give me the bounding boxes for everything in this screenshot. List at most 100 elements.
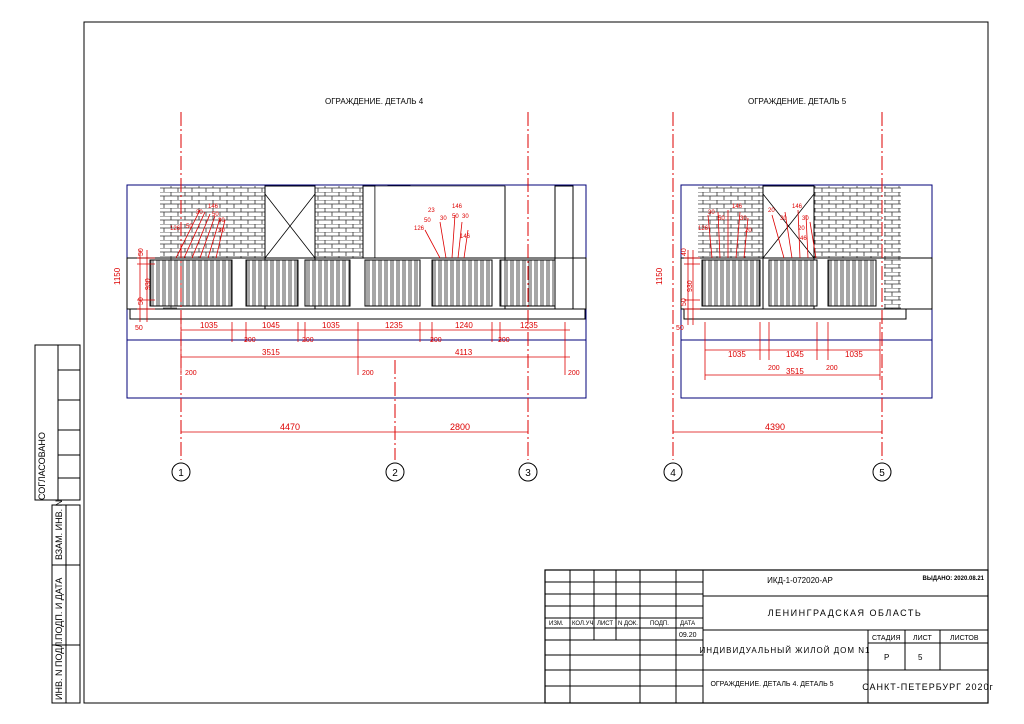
project-name: ИНДИВИДУАЛЬНЫЙ ЖИЛОЙ ДОМ N1: [699, 646, 870, 655]
col-label: ДАТА: [680, 621, 695, 627]
d4-cluster-b-label: 23: [428, 208, 435, 214]
d4-row3-dim: 4470: [280, 422, 300, 432]
col-label: ИЗМ.: [549, 621, 564, 627]
axis-label: 3: [525, 468, 531, 479]
d5-cluster-b-label: 30: [780, 216, 787, 222]
d4-height-top: 50: [138, 248, 145, 256]
d5-row3-dim: 4390: [765, 422, 785, 432]
d4-cluster-b-label: 146: [460, 234, 471, 240]
detail5-elevation: [680, 184, 933, 399]
sheet-value: 5: [918, 653, 923, 662]
col-label: N ДОК.: [618, 621, 638, 627]
sheet-frame: [83, 21, 989, 704]
axis-label: 5: [879, 468, 885, 479]
d5-cluster-a-label: 30: [740, 216, 747, 222]
d5-cluster-a-label: 146: [732, 204, 743, 210]
d5-height-bot: 50: [681, 298, 688, 306]
d5-cluster-a-label: 30: [708, 210, 715, 216]
d5-height-base: 50: [676, 325, 684, 332]
d4-row2-small: 200: [568, 370, 580, 377]
d4-cluster-a-label: 146: [208, 204, 219, 210]
d5-cluster-a-label: 126: [698, 226, 709, 232]
date-value: 09.20: [679, 632, 697, 639]
d4-cluster-a-label: 126: [170, 226, 181, 232]
signature-label: ПОДП. И ДАТА: [54, 578, 64, 640]
d4-row2-dim: 3515: [262, 348, 280, 357]
left-strip: [34, 344, 81, 704]
axis-bubble: 3: [518, 462, 538, 482]
d4-height-mid: 930: [145, 278, 152, 290]
d5-cluster-b-label: 30: [802, 216, 809, 222]
d4-height-base: 50: [135, 325, 143, 332]
d4-row1-dim: 1240: [455, 321, 473, 330]
d4-cluster-a-label: 50: [212, 212, 219, 218]
axis-bubble: 1: [171, 462, 191, 482]
d4-cluster-a-label: 50: [186, 224, 193, 230]
replaced-label: ВЗАМ. ИНВ. N: [54, 500, 64, 560]
axis-label: 4: [670, 468, 676, 479]
d4-height-total: 1150: [113, 267, 122, 285]
detail4-title: ОГРАЖДЕНИЕ. ДЕТАЛЬ 4: [325, 97, 424, 106]
d4-cluster-a-label: 30: [196, 210, 203, 216]
d5-cluster-a-label: 50: [718, 216, 725, 222]
d4-row1-small: 200: [302, 337, 314, 344]
d5-height-total: 1150: [655, 267, 664, 285]
axis-bubble: 2: [385, 462, 405, 482]
d4-row2-small: 200: [185, 370, 197, 377]
col-label: ЛИСТ: [597, 621, 613, 627]
d5-row1-dim: 1045: [786, 350, 804, 359]
axis-lines: [180, 112, 883, 460]
d4-row1-dim: 1235: [385, 321, 403, 330]
d5-cluster-b-label: 20: [768, 208, 775, 214]
d5-cluster-b-label: 46: [800, 236, 807, 242]
dimension-lines: [137, 209, 882, 433]
sheets-label: ЛИСТОВ: [950, 635, 979, 642]
detail4-elevation: [126, 184, 587, 399]
d5-cluster-b-label: 146: [792, 204, 803, 210]
title-block: [544, 569, 989, 704]
axis-bubble: 5: [872, 462, 892, 482]
d4-row1-dim: 1045: [262, 321, 280, 330]
d4-row3-dim: 2800: [450, 422, 470, 432]
drawing-code: ИКД-1-072020-АР: [767, 576, 833, 585]
d4-row1-small: 200: [244, 337, 256, 344]
d4-cluster-a-label: 30: [218, 218, 225, 224]
stage-label: СТАДИЯ: [872, 635, 901, 642]
issued-date: ВЫДАНО: 2020.08.21: [922, 576, 984, 582]
d5-cluster-b-label: 20: [798, 226, 805, 232]
region: ЛЕНИНГРАДСКАЯ ОБЛАСТЬ: [768, 608, 923, 618]
detail5-title: ОГРАЖДЕНИЕ. ДЕТАЛЬ 5: [748, 97, 847, 106]
d4-cluster-b-label: 30: [440, 216, 447, 222]
d4-cluster-a-label: 30: [218, 228, 225, 234]
axis-label: 1: [178, 468, 184, 479]
d4-row1-dim: 1035: [200, 321, 218, 330]
d5-row1-small: 200: [826, 365, 838, 372]
axis-label: 2: [392, 468, 398, 479]
sheet-label: ЛИСТ: [913, 635, 932, 642]
d4-cluster-b-label: 50: [452, 214, 459, 220]
d5-row1-dim: 1035: [728, 350, 746, 359]
stage-value: Р: [884, 653, 889, 662]
col-label: КОЛ.УЧ: [572, 621, 593, 627]
d4-row1-small: 200: [430, 337, 442, 344]
d4-row1-dim: 1035: [322, 321, 340, 330]
d5-height-mid: 930: [687, 280, 694, 292]
d4-row2-small: 200: [362, 370, 374, 377]
col-label: ПОДП.: [650, 621, 669, 627]
d4-row2-dim: 4113: [455, 348, 473, 357]
approved-label: СОГЛАСОВАНО: [37, 432, 47, 500]
d4-cluster-b-label: 126: [414, 226, 425, 232]
city-year: САНКТ-ПЕТЕРБУРГ 2020г: [862, 682, 994, 692]
d4-row1-small: 200: [498, 337, 510, 344]
d4-height-bot: 50: [138, 297, 145, 305]
d4-cluster-b-label: 50: [424, 218, 431, 224]
d5-row2-dim: 3515: [786, 367, 804, 376]
inventory-label: ИНВ. N ПОДЛ.: [54, 639, 64, 700]
d4-cluster-b-label: 30: [462, 214, 469, 220]
d5-cluster-a-label: 20: [745, 228, 752, 234]
drawing-name: ОГРАЖДЕНИЕ. ДЕТАЛЬ 4. ДЕТАЛЬ 5: [710, 681, 833, 688]
d5-height-top: 40: [681, 248, 688, 256]
d4-row1-dim: 1235: [520, 321, 538, 330]
d4-cluster-b-label: 146: [452, 204, 463, 210]
